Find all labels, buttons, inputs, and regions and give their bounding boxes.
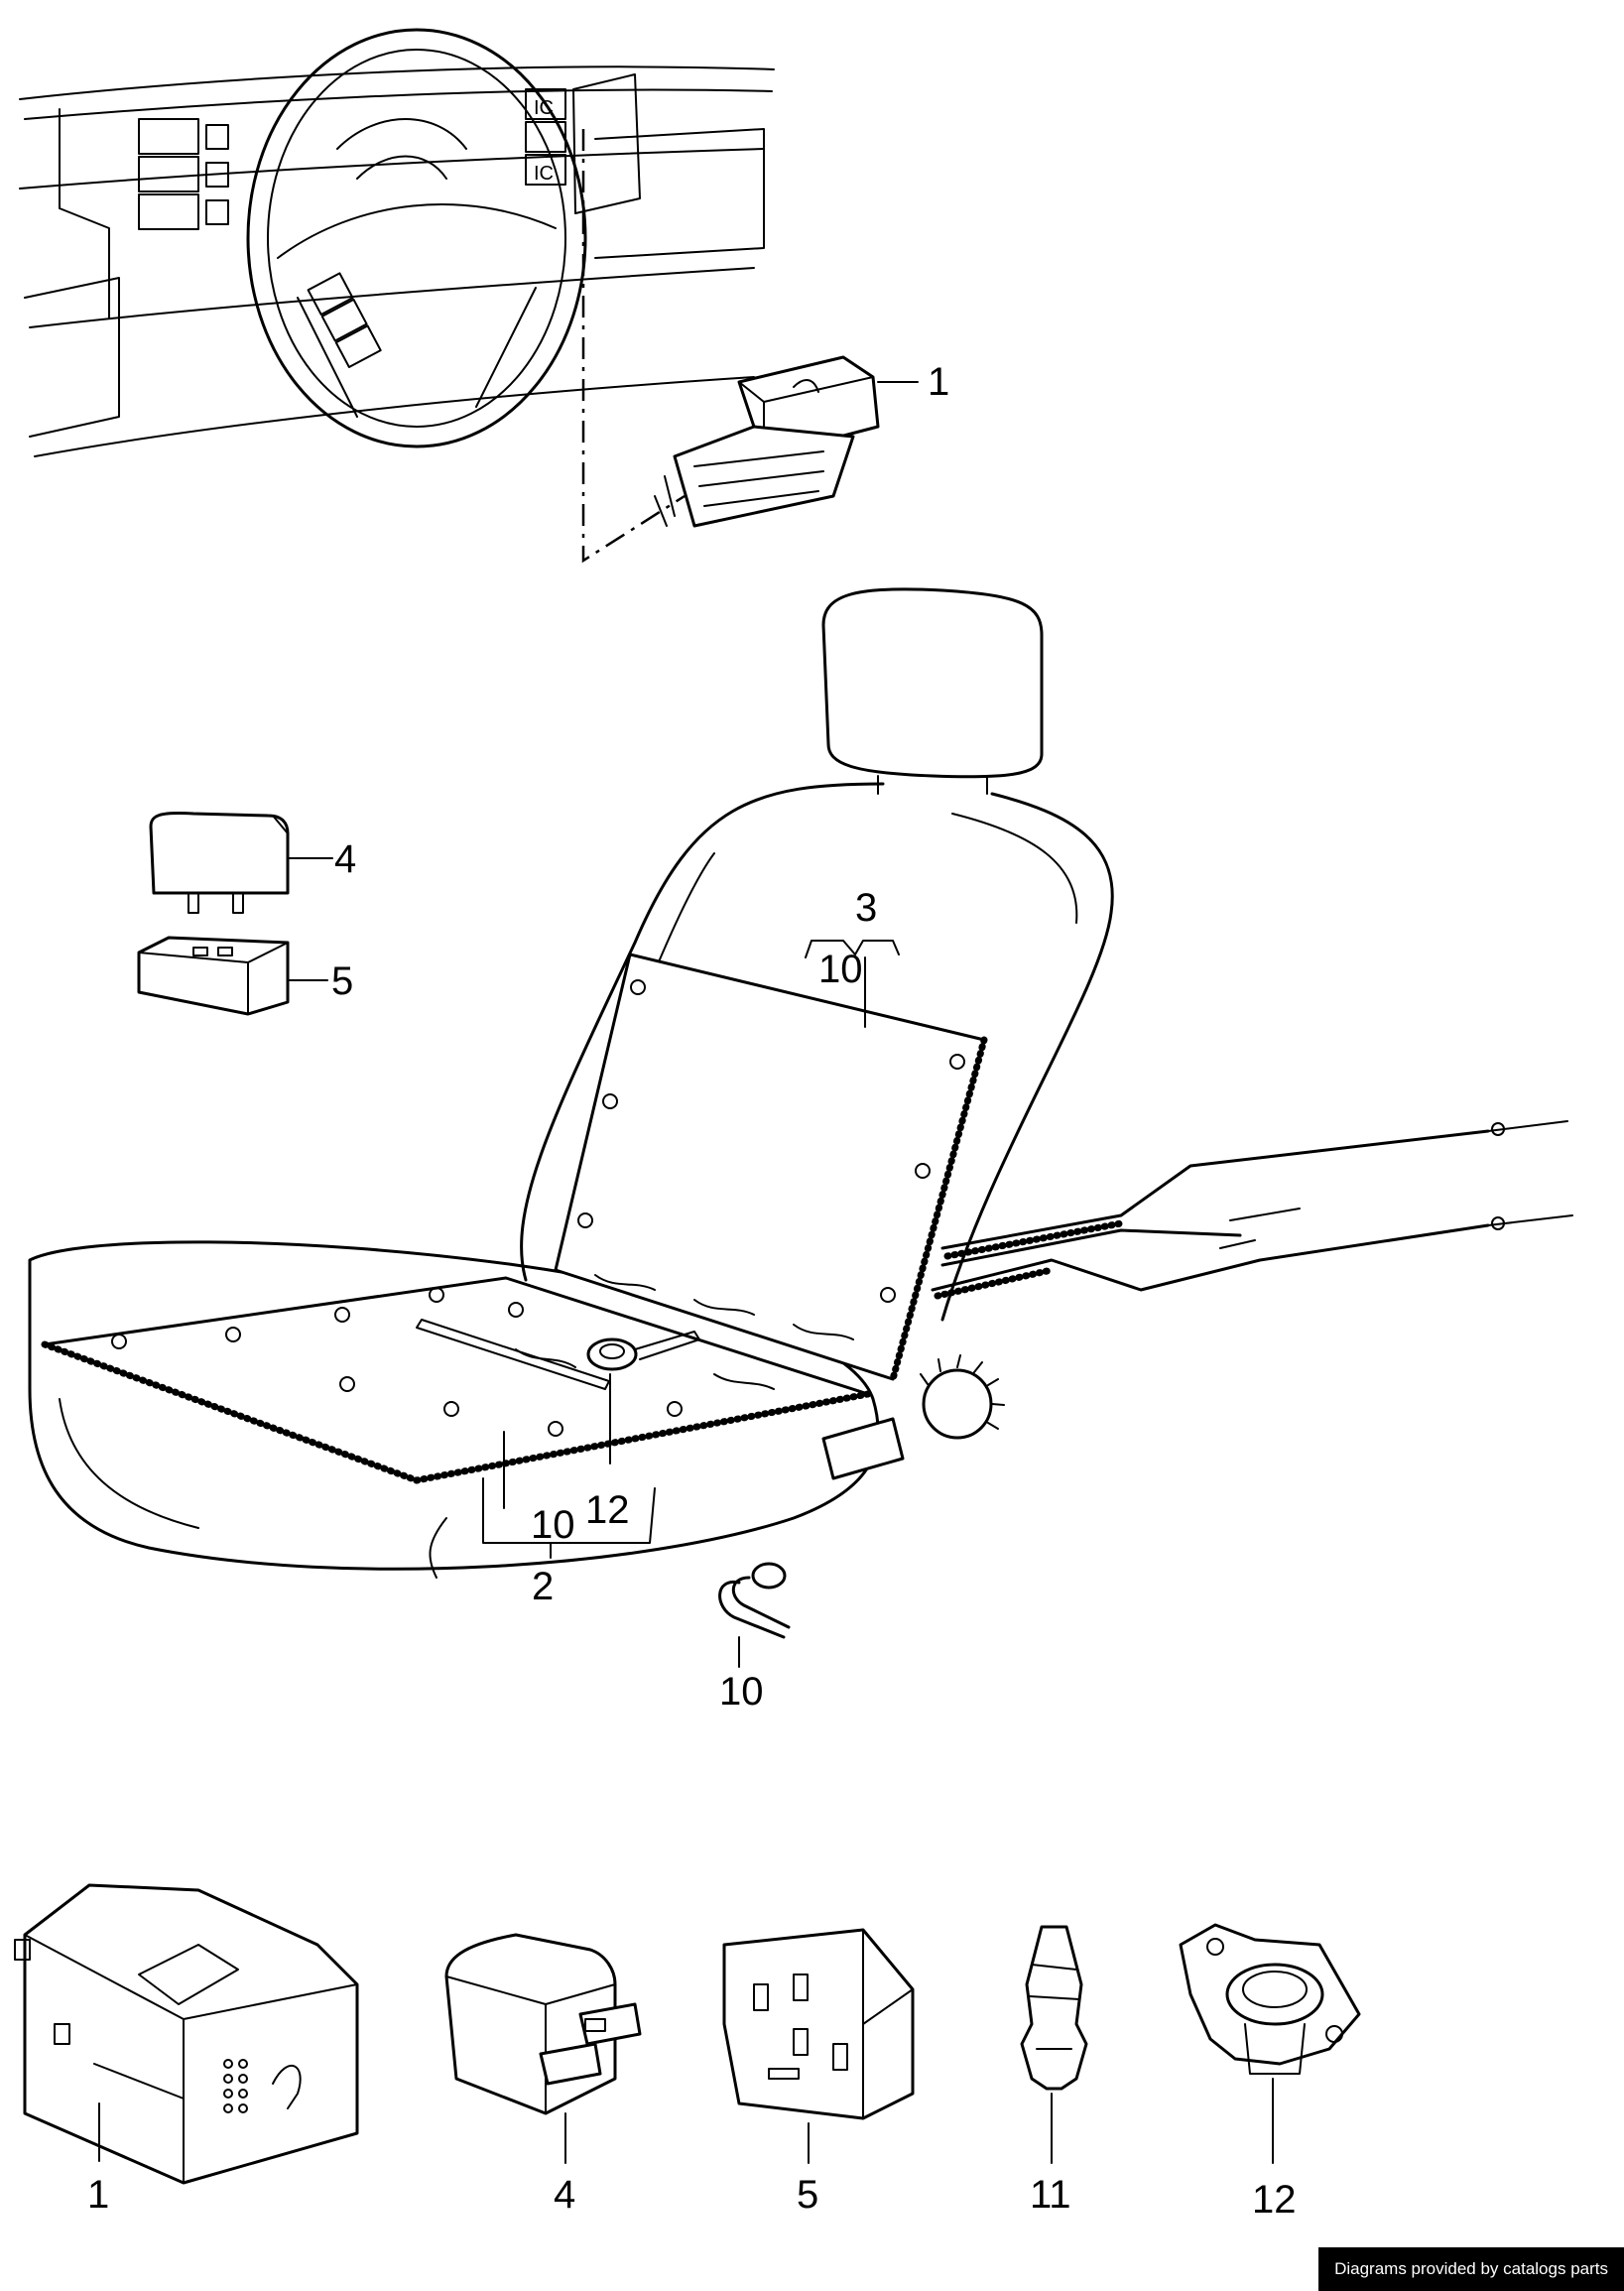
part-relay-label: 4	[554, 2173, 575, 2217]
callout-relay-socket: 5	[331, 959, 353, 1003]
seat-illustration	[28, 587, 1573, 1579]
part-socket-label: 5	[797, 2173, 818, 2217]
part-socket-icon	[722, 1928, 915, 2120]
callout-thermostat: 12	[585, 1488, 630, 1532]
callout-seat-element: 10	[531, 1503, 575, 1547]
svg-text:IC: IC	[534, 97, 554, 119]
callout-relay: 4	[334, 837, 356, 881]
part-thermostat-label: 12	[1252, 2178, 1297, 2222]
part-clip-label: 11	[1030, 2173, 1071, 2217]
footer-credit: Diagrams provided by catalogs parts	[1318, 2247, 1624, 2291]
callout-backrest-element: 10	[818, 948, 863, 991]
callout-connector-loose: 10	[719, 1670, 764, 1714]
part-clip-icon	[1020, 1925, 1088, 2091]
relay-small-icon	[149, 812, 290, 914]
part-switch-icon	[14, 1883, 359, 2185]
relay-socket-small-icon	[137, 936, 290, 1016]
part-relay-icon	[444, 1933, 642, 2115]
svg-text:IC: IC	[534, 163, 554, 185]
part-thermostat-icon	[1179, 1923, 1361, 2075]
recliner-gear-icon	[920, 1354, 1005, 1440]
callout-switch: 1	[928, 360, 949, 404]
switch-exploded-icon	[654, 355, 880, 528]
callout-leaders	[482, 940, 900, 1559]
dashboard-illustration: IC IC	[19, 28, 919, 564]
part-switch-label: 1	[87, 2173, 109, 2217]
callout-backrest-group: 3	[855, 886, 877, 930]
connector-loose-icon	[718, 1562, 791, 1639]
callout-seat-group: 2	[532, 1565, 554, 1608]
